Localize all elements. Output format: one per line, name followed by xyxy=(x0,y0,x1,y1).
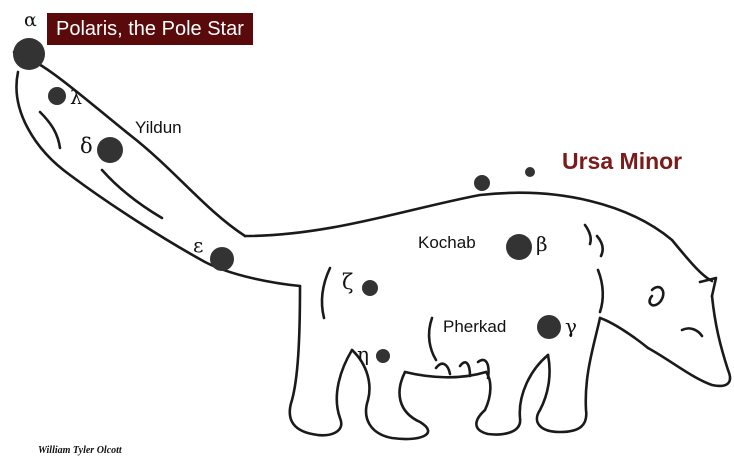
label-gamma: γ xyxy=(565,316,577,336)
polaris-banner: Polaris, the Pole Star xyxy=(47,13,253,45)
label-kochab: Kochab xyxy=(418,234,476,251)
belly-outline xyxy=(405,372,486,377)
star-zeta xyxy=(362,280,378,296)
label-yildun: Yildun xyxy=(135,119,182,136)
hind-leg-inner xyxy=(290,286,352,435)
star-eta xyxy=(376,349,390,363)
star-beta xyxy=(506,234,532,260)
label-eta: η xyxy=(357,344,369,364)
star-epsilon xyxy=(210,247,234,271)
label-alpha: α xyxy=(24,11,37,30)
illustrator-credit: William Tyler Olcott xyxy=(38,446,122,456)
field-star-1 xyxy=(474,175,490,191)
label-beta: β xyxy=(536,234,548,254)
star-alpha xyxy=(13,38,45,70)
star-delta xyxy=(97,137,123,163)
label-delta: δ xyxy=(80,136,93,157)
label-pherkad: Pherkad xyxy=(443,318,506,335)
label-lambda: λ xyxy=(70,89,82,108)
label-zeta: ζ xyxy=(342,272,353,293)
star-gamma xyxy=(537,315,561,339)
label-epsilon: ε xyxy=(193,235,203,255)
ear-outline xyxy=(700,278,716,296)
back-outline xyxy=(245,193,712,281)
snout-outline xyxy=(648,296,730,386)
star-lambda xyxy=(48,87,66,105)
field-star-2 xyxy=(525,167,535,177)
tail-outline-top xyxy=(14,52,245,236)
constellation-title: Ursa Minor xyxy=(562,150,682,173)
neck-outline xyxy=(600,318,648,348)
